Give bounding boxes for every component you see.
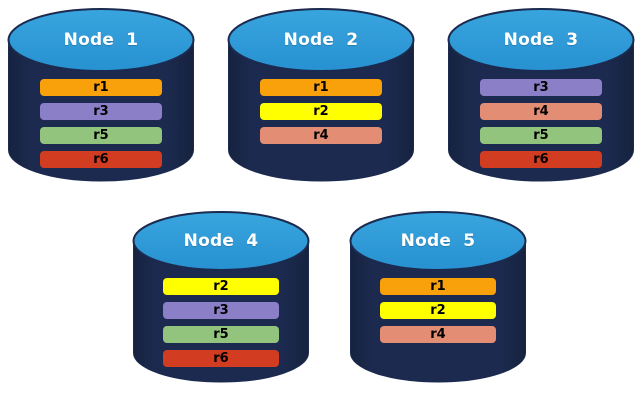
record-bar-r6[interactable]: r6 xyxy=(40,151,162,168)
cylinder-top-ellipse xyxy=(7,8,195,72)
record-bar-r2[interactable]: r2 xyxy=(260,103,382,120)
record-bar-r2[interactable]: r2 xyxy=(163,278,279,295)
record-bar-r4[interactable]: r4 xyxy=(380,326,496,343)
record-bar-r5[interactable]: r5 xyxy=(163,326,279,343)
record-list: r2 r3 r5 r6 xyxy=(133,278,309,367)
record-bar-r4[interactable]: r4 xyxy=(480,103,602,120)
cylinder-top-ellipse xyxy=(447,8,635,72)
cylinder-top-ellipse xyxy=(227,8,415,72)
record-list: r1 r2 r4 xyxy=(350,278,526,343)
cylinder-top-ellipse xyxy=(132,211,310,271)
record-list: r3 r4 r5 r6 xyxy=(448,79,634,168)
record-bar-r6[interactable]: r6 xyxy=(480,151,602,168)
record-bar-r1[interactable]: r1 xyxy=(40,79,162,96)
record-bar-r5[interactable]: r5 xyxy=(40,127,162,144)
record-list: r1 r3 r5 r6 xyxy=(8,79,194,168)
record-bar-r5[interactable]: r5 xyxy=(480,127,602,144)
record-bar-r3[interactable]: r3 xyxy=(480,79,602,96)
record-bar-r2[interactable]: r2 xyxy=(380,302,496,319)
cylinder-top-ellipse xyxy=(349,211,527,271)
record-bar-r6[interactable]: r6 xyxy=(163,350,279,367)
record-bar-r3[interactable]: r3 xyxy=(40,103,162,120)
record-bar-r3[interactable]: r3 xyxy=(163,302,279,319)
record-bar-r1[interactable]: r1 xyxy=(380,278,496,295)
record-list: r1 r2 r4 xyxy=(228,79,414,144)
record-bar-r1[interactable]: r1 xyxy=(260,79,382,96)
record-bar-r4[interactable]: r4 xyxy=(260,127,382,144)
